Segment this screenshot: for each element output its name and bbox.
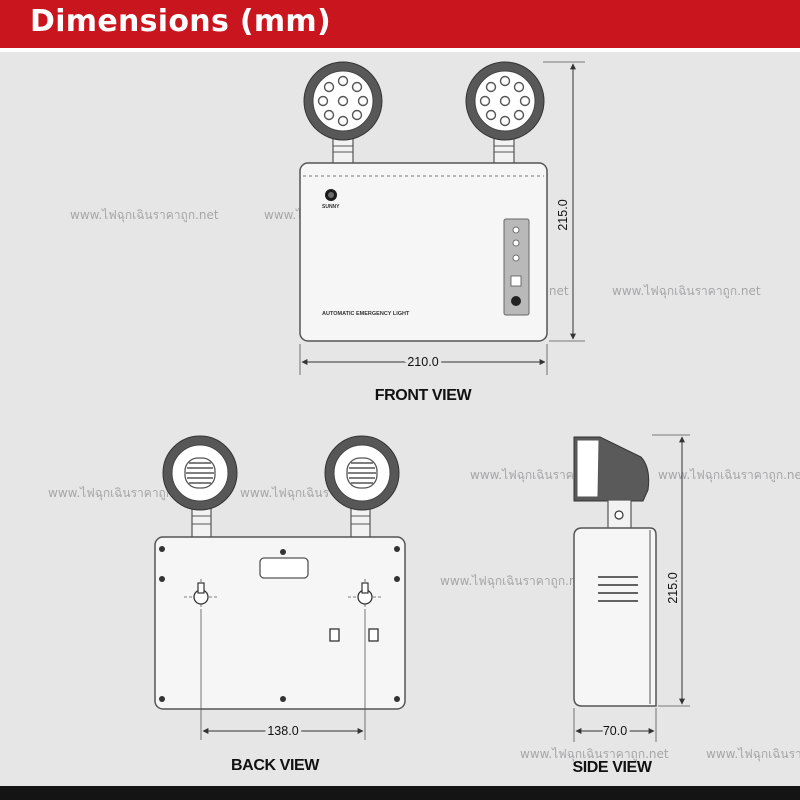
front-housing xyxy=(299,162,548,342)
side-vent xyxy=(598,576,638,602)
side-housing xyxy=(573,527,657,707)
back-width-dimension: 138.0 xyxy=(267,724,298,738)
back-lamp-left xyxy=(162,435,238,540)
watermark-text: www.ไฟฉุกเฉินราคาถูก.net xyxy=(520,747,669,762)
mounting-slot-left xyxy=(184,579,218,612)
back-housing xyxy=(154,536,406,710)
watermark-text: www.ไฟฉุกเฉินราคาถูก.net xyxy=(440,574,589,589)
test-button-icon xyxy=(510,275,522,287)
side-width-dimension: 70.0 xyxy=(603,724,627,738)
footer-bar xyxy=(0,786,800,800)
side-view: 70.0 215.0 SIDE VIEW xyxy=(572,434,690,776)
side-view-label: SIDE VIEW xyxy=(572,759,652,776)
back-view-label: BACK VIEW xyxy=(231,757,320,774)
ac-indicator-icon xyxy=(512,226,520,234)
indicator-panel xyxy=(503,218,530,316)
page-title: Dimensions (mm) xyxy=(30,4,331,39)
front-height-dimension: 215.0 xyxy=(556,199,570,230)
watermark-text: www.ไฟฉุกเฉินราคาถูก.net xyxy=(612,284,761,299)
model-label: AUTOMATIC EMERGENCY LIGHT xyxy=(322,311,410,317)
back-label-window xyxy=(259,557,309,579)
charge-indicator-icon xyxy=(512,239,520,247)
back-clip-left xyxy=(329,628,340,642)
watermark-text: www.ไฟฉุกเฉินราคาถูก.net xyxy=(70,208,219,223)
power-switch-icon xyxy=(511,296,521,306)
side-height-dimension: 215.0 xyxy=(666,572,680,603)
header-bar xyxy=(0,0,800,48)
front-view-label: FRONT VIEW xyxy=(375,387,473,404)
front-view: SUNNY AUTOMATIC EMERGENCY LIGHT 210.0 21… xyxy=(299,61,585,404)
front-width-dimension: 210.0 xyxy=(407,355,438,369)
watermark-text: www.ไฟฉุกเฉินราคาถูก.net xyxy=(658,468,800,483)
watermark-text: www.ไฟฉุกเฉินราคาถูก.net xyxy=(48,486,197,501)
back-clip-right xyxy=(368,628,379,642)
watermark-text: www.ไฟฉุกเฉินราคาถูก.net xyxy=(706,747,800,762)
front-lamp-right xyxy=(465,61,545,167)
front-lamp-left xyxy=(303,61,383,167)
back-view: 138.0 BACK VIEW xyxy=(154,435,406,774)
header-divider xyxy=(0,48,800,52)
brand-name: SUNNY xyxy=(322,204,340,210)
mounting-slot-right xyxy=(348,579,382,612)
back-lamp-right xyxy=(324,435,400,540)
brand-logo: SUNNY xyxy=(322,189,340,210)
battery-indicator-icon xyxy=(512,254,520,262)
